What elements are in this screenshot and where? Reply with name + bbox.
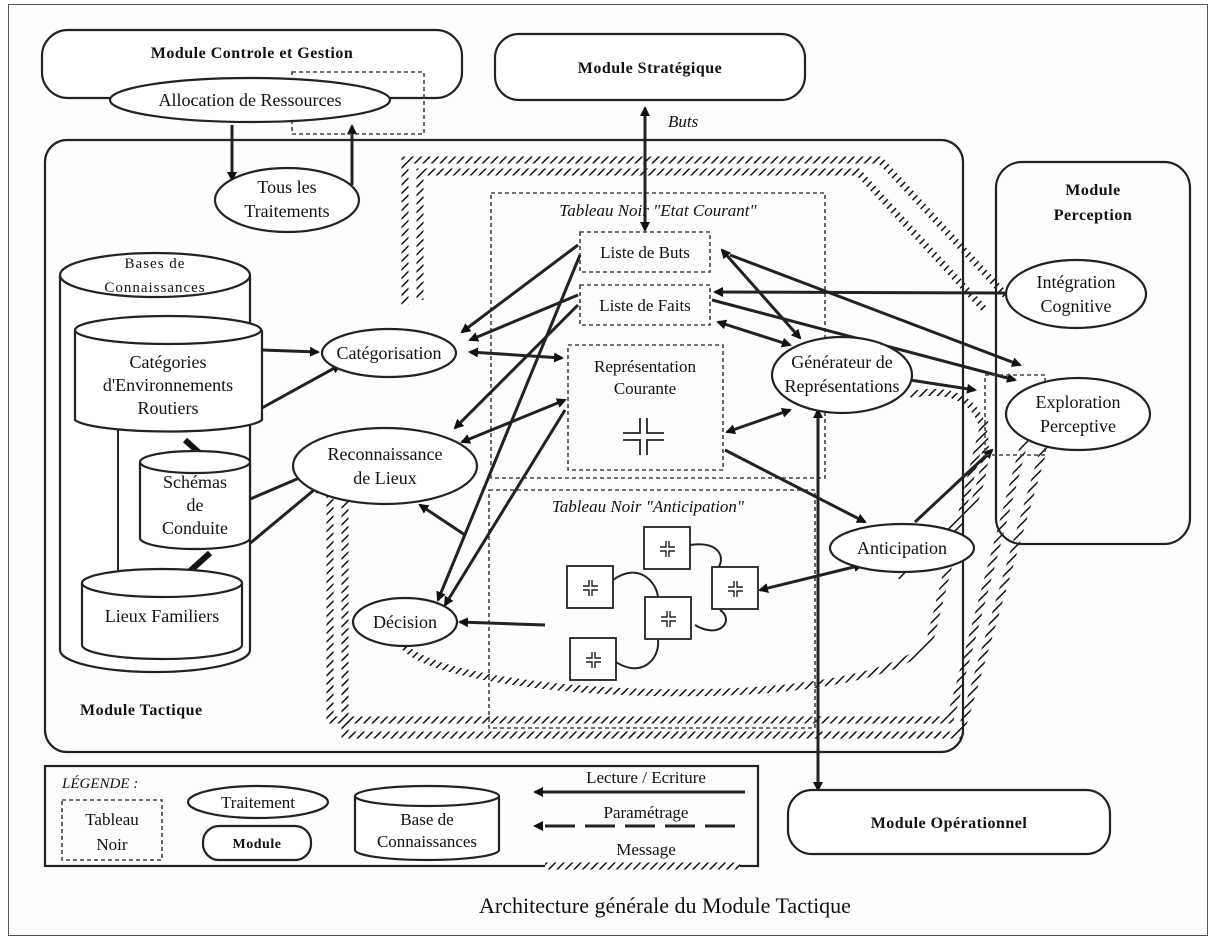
- module-strategique-box: [493, 32, 807, 102]
- exploration-perceptive-node: [1004, 376, 1152, 452]
- schemas-cylinder: [138, 449, 252, 551]
- legend-module: Module: [233, 837, 282, 852]
- tous-traitements-node: [213, 166, 361, 234]
- categories-line3: Routiers: [138, 398, 199, 418]
- cross-glyph-icon: [623, 418, 664, 455]
- bases-line2: Connaissances: [104, 280, 205, 296]
- anticipation-graph: [566, 526, 759, 681]
- module-operationnel-box: [786, 788, 1112, 856]
- categorisation-label: Catégorisation: [337, 343, 442, 363]
- categories-cylinder: [73, 314, 264, 433]
- reconnaissance-lieux-node: [291, 426, 479, 506]
- generateur-line1: Générateur de: [791, 352, 892, 372]
- legend-tableau-line1: Tableau: [85, 810, 139, 829]
- blackboard-anticipation-title: Tableau Noir "Anticipation": [552, 497, 745, 516]
- reconnaissance-line1: Reconnaissance: [328, 444, 443, 464]
- legend: LÉGENDE : Tableau Noir Traitement Module…: [43, 764, 760, 870]
- bases-line1: Bases de: [125, 256, 186, 272]
- exploration-line1: Exploration: [1036, 392, 1121, 412]
- categorisation-node: [320, 327, 458, 379]
- module-perception-line2: Perception: [1054, 207, 1132, 224]
- lieux-familiers-label: Lieux Familiers: [105, 606, 219, 626]
- legend-traitement: Traitement: [221, 793, 295, 812]
- legend-lecture: Lecture / Ecriture: [586, 768, 706, 787]
- message-paths: [326, 156, 1049, 739]
- decision-label: Décision: [373, 612, 437, 632]
- module-operationnel-title: Module Opérationnel: [871, 815, 1028, 832]
- representation-courante-line2: Courante: [614, 379, 676, 398]
- legend-base-line2: Connaissances: [377, 832, 477, 851]
- integration-line2: Cognitive: [1041, 296, 1112, 316]
- allocation-ressources-label: Allocation de Ressources: [159, 90, 342, 110]
- liste-de-buts: Liste de Buts: [600, 243, 690, 262]
- module-tactique-label: Module Tactique: [80, 702, 203, 719]
- module-perception-box: [994, 160, 1192, 546]
- integration-cognitive-node: [1004, 258, 1148, 330]
- exploration-line2: Perceptive: [1040, 416, 1116, 436]
- reconnaissance-line2: de Lieux: [353, 468, 416, 488]
- generateur-line2: Représentations: [785, 376, 900, 396]
- legend-message: Message: [616, 840, 675, 859]
- lieux-cylinder: [80, 567, 244, 661]
- tous-traitements-line2: Traitements: [244, 201, 329, 221]
- integration-line1: Intégration: [1037, 272, 1116, 292]
- representation-courante-line1: Représentation: [594, 357, 696, 376]
- module-perception-line1: Module: [1065, 182, 1120, 199]
- legend-parametrage: Paramétrage: [604, 803, 689, 822]
- categories-line2: d'Environnements: [103, 375, 233, 395]
- module-tactique-box: [43, 138, 965, 754]
- legend-base-line1: Base de: [400, 810, 453, 829]
- diagram-caption: Architecture générale du Module Tactique: [479, 893, 851, 918]
- categories-line1: Catégories: [130, 352, 207, 372]
- liste-de-buts-box: [579, 231, 711, 273]
- decision-node: [351, 596, 459, 648]
- schemas-line1: Schémas: [163, 472, 227, 492]
- blackboard-etat-courant: [490, 192, 826, 479]
- arrow-label-buts: Buts: [668, 112, 699, 131]
- generateur-representations-node: [770, 335, 914, 415]
- legend-tableau-box: [61, 799, 163, 861]
- legend-module-box: [201, 824, 313, 862]
- module-controle-gestion-title: Module Controle et Gestion: [151, 45, 353, 62]
- legend-title: LÉGENDE :: [61, 775, 138, 792]
- legend-tableau-line2: Noir: [96, 835, 128, 854]
- allocation-ressources-node: [108, 76, 392, 124]
- tous-traitements-line1: Tous les: [257, 177, 316, 197]
- schemas-line2: de: [187, 495, 204, 515]
- schemas-line3: Conduite: [162, 518, 228, 538]
- module-strategique-title: Module Stratégique: [578, 60, 723, 77]
- anticipation-node: [828, 522, 976, 574]
- blackboard-etat-courant-title: Tableau Noir "Etat Courant": [559, 201, 757, 220]
- liste-de-faits: Liste de Faits: [599, 296, 691, 315]
- representation-courante-box: [567, 344, 724, 471]
- legend-base-cylinder: [353, 784, 501, 862]
- anticipation-label: Anticipation: [857, 538, 947, 558]
- liste-de-faits-box: [579, 284, 711, 326]
- legend-traitement-ellipse: [186, 784, 330, 820]
